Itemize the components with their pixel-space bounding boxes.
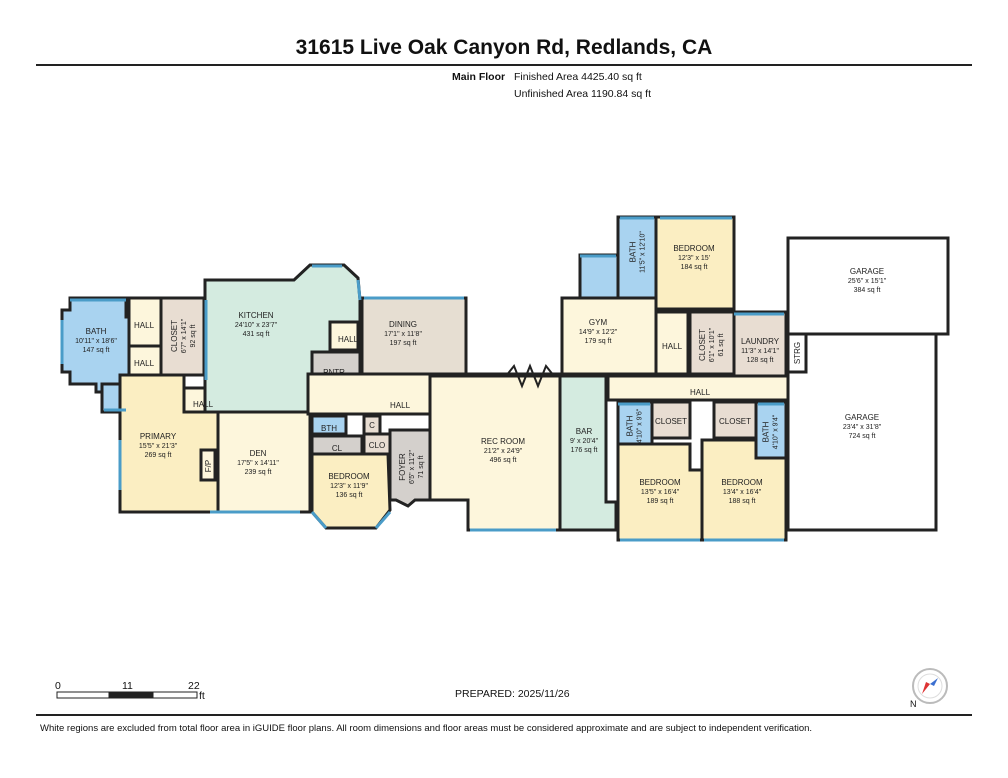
room-garage-bottom (786, 332, 938, 532)
finished-area: Finished Area 4425.40 sq ft (514, 71, 642, 83)
page-title: 31615 Live Oak Canyon Rd, Redlands, CA (295, 36, 713, 59)
room-label-cl: CL (332, 444, 343, 453)
room-bedroom-mid (310, 452, 392, 530)
room-hall-gym (654, 310, 690, 376)
unfinished-area: Unfinished Area 1190.84 sq ft (514, 88, 651, 100)
room-label-hall-main: HALL (390, 401, 411, 410)
compass-n-label: N (910, 699, 917, 709)
disclaimer: White regions are excluded from total fl… (40, 723, 813, 734)
room-bedroom-br (700, 438, 788, 542)
room-label-hall-gym: HALL (662, 342, 683, 351)
room-hall-kitchen (328, 320, 360, 352)
top-divider (36, 64, 972, 66)
prepared-date: PREPARED: 2025/11/26 (455, 688, 570, 700)
room-fp (199, 448, 217, 482)
scale-unit: ft (199, 690, 205, 702)
room-den (216, 410, 312, 514)
scale-tick-0: 0 (55, 680, 61, 692)
room-closet-br (712, 400, 758, 440)
room-bath-bl (616, 400, 654, 446)
floor-name: Main Floor (452, 71, 506, 83)
room-dining (360, 296, 468, 376)
room-label-hall-right: HALL (690, 388, 711, 397)
room-label-hall-c: HALL (193, 400, 214, 409)
room-label-fp: F/P (204, 460, 213, 472)
room-label-hall-a: HALL (134, 321, 155, 330)
room-closet-bl (650, 400, 692, 440)
room-closet-top (688, 310, 736, 376)
room-bth (310, 414, 348, 436)
room-label-hall-kitchen: HALL (338, 335, 359, 344)
scale-tick-22: 22 (188, 680, 200, 692)
room-bedroom-top (654, 215, 736, 311)
room-garage-top (786, 236, 950, 336)
room-label-bth: BTH (321, 424, 337, 433)
compass-icon (912, 668, 948, 704)
scale-tick-11: 11 (122, 680, 133, 692)
room-bath-top-a (578, 253, 620, 300)
room-laundry (732, 310, 788, 384)
room-label-hall-b: HALL (134, 359, 155, 368)
room-bath-br (754, 400, 788, 460)
windows (60, 216, 784, 542)
room-gym (560, 296, 658, 376)
scale-bar (56, 691, 198, 699)
room-label-c: C (369, 421, 375, 430)
zigzag-feature (505, 363, 555, 389)
room-label-pntr: PNTR (323, 368, 345, 377)
room-bar (558, 374, 618, 532)
room-label-strg: STRG (793, 342, 802, 364)
room-label-closet-br: CLOSET (719, 417, 751, 426)
bottom-divider (36, 714, 972, 716)
room-label-clo: CLO (369, 441, 385, 450)
room-label-closet-bl: CLOSET (655, 417, 687, 426)
